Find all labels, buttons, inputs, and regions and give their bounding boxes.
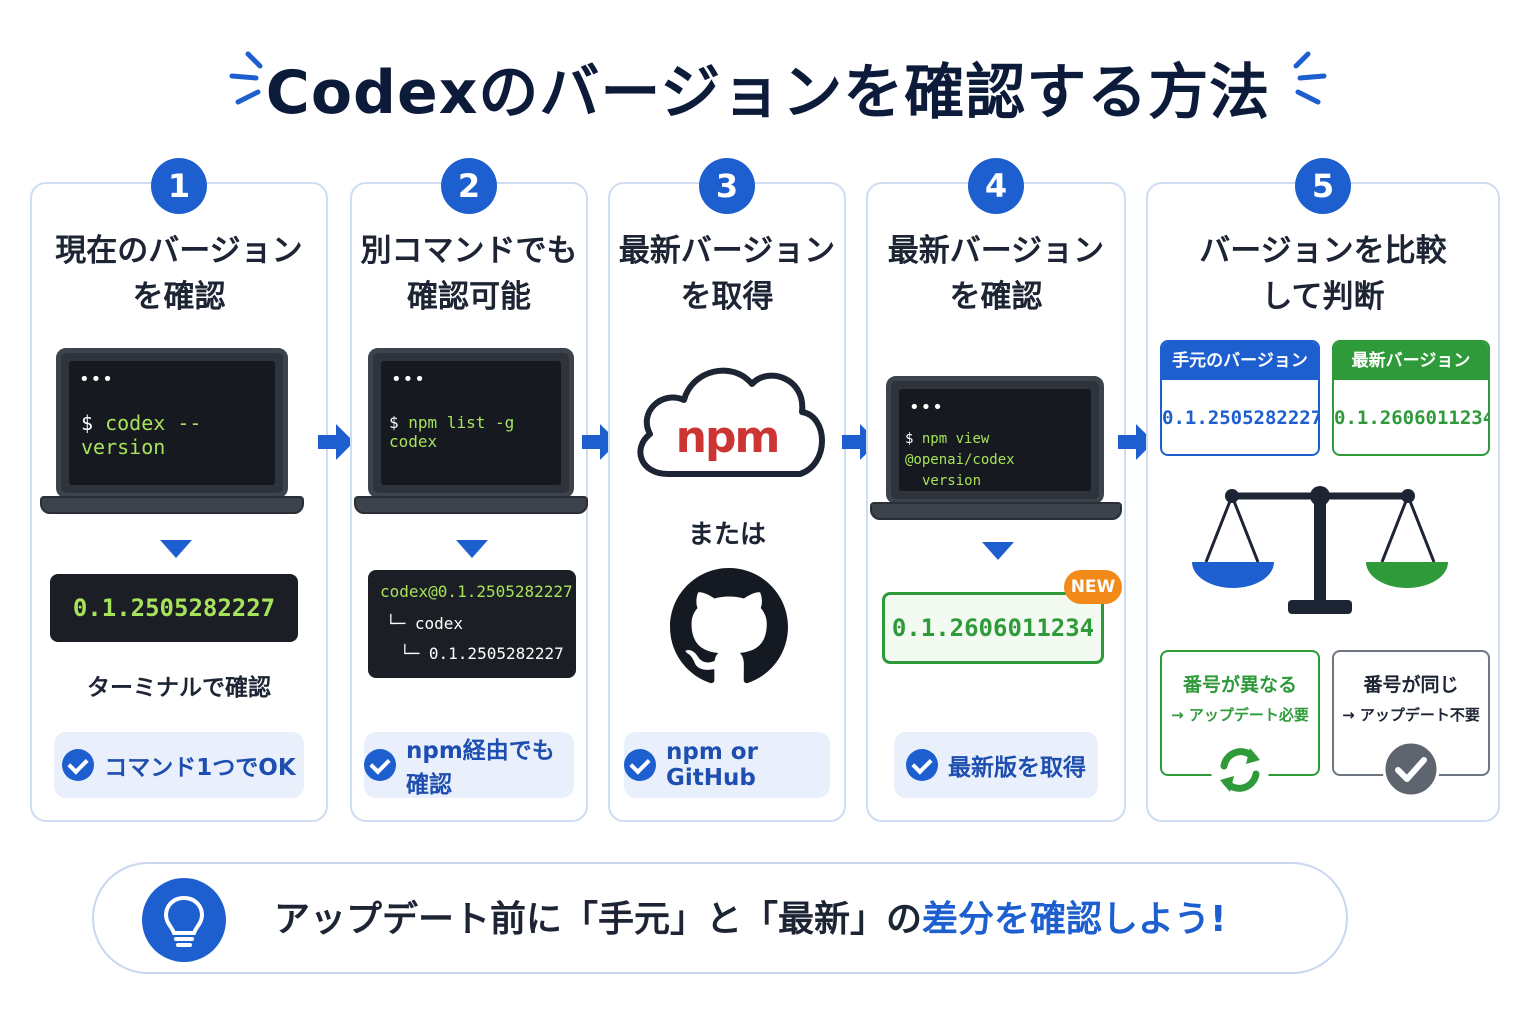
page-title: Codexのバージョンを確認する方法	[265, 58, 1271, 128]
latest-version-result: 0.1.2606011234	[882, 592, 1104, 664]
or-label: または	[687, 520, 766, 550]
tip-text-highlight: 差分を確認しよう!	[922, 899, 1227, 940]
down-arrow-icon	[982, 542, 1014, 560]
different-label: 番号が異なる	[1182, 674, 1297, 696]
terminal-command: $ npm list -g codex	[389, 413, 515, 451]
step-title-line1: 最新バージョン	[618, 233, 836, 269]
step-card-2: 2 別コマンドでも 確認可能 ••• $ npm list -g codex c…	[350, 158, 588, 822]
npm-list-output: codex@0.1.2505282227 └─ codex └─ 0.1.250…	[368, 570, 576, 678]
version-result: 0.1.2505282227	[50, 574, 298, 642]
arrow-right-icon	[318, 424, 354, 460]
window-dots-icon: •••	[909, 397, 944, 418]
step-title: 現在のバージョン を確認	[32, 228, 326, 320]
check-circle-icon	[364, 749, 396, 781]
step-number: 1	[151, 158, 207, 214]
step-card-3: 3 最新バージョン を取得 npm または npm or GitHub	[608, 158, 846, 822]
same-label: 番号が同じ	[1363, 674, 1459, 696]
latest-version-value: 0.1.2606011234	[1334, 407, 1490, 429]
step-number: 3	[699, 158, 755, 214]
step-badge: npm or GitHub	[624, 732, 830, 798]
step-badge: コマンド1つでOK	[54, 732, 304, 798]
down-arrow-icon	[160, 540, 192, 558]
check-circle-icon	[1382, 740, 1440, 798]
check-circle-icon	[624, 749, 656, 781]
step-caption: ターミナルで確認	[87, 675, 271, 701]
down-arrow-icon	[456, 540, 488, 558]
step-number: 4	[968, 158, 1024, 214]
local-version-box: 手元のバージョン 0.1.2505282227	[1160, 340, 1320, 456]
new-tag: NEW	[1064, 570, 1122, 604]
step-title-line2: を取得	[680, 279, 774, 315]
step-card-5: 5 バージョンを比較 して判断 手元のバージョン 0.1.2505282227 …	[1146, 158, 1500, 822]
npm-logo: npm	[675, 412, 781, 463]
step-title-line1: バージョンを比較	[1199, 233, 1447, 269]
terminal-command: $ codex --version	[81, 411, 202, 459]
local-version-value: 0.1.2505282227	[1162, 407, 1320, 429]
step-title: 最新バージョン を取得	[610, 228, 844, 320]
tip-text: アップデート前に「手元」と「最新」の差分を確認しよう!	[274, 864, 1226, 976]
step-title-line2: して判断	[1261, 279, 1385, 315]
step-badge: 最新版を取得	[894, 732, 1098, 798]
window-dots-icon: •••	[79, 369, 114, 390]
step-badge: npm経由でも確認	[364, 732, 574, 798]
window-dots-icon: •••	[391, 369, 426, 390]
step-title: 最新バージョン を確認	[868, 228, 1124, 320]
step-title-line1: 最新バージョン	[887, 233, 1105, 269]
check-circle-icon	[906, 749, 938, 781]
latest-version-label: 最新バージョン	[1334, 342, 1488, 380]
step-number: 5	[1295, 158, 1351, 214]
local-version-label: 手元のバージョン	[1162, 342, 1318, 380]
arrow-right-icon	[1118, 424, 1154, 460]
refresh-icon	[1211, 741, 1269, 799]
step-title: 別コマンドでも 確認可能	[352, 228, 586, 320]
update-needed-label: → アップデート必要	[1171, 706, 1309, 724]
step-title-line2: を確認	[949, 279, 1043, 315]
step-card-4: 4 最新バージョン を確認 ••• $ npm view @openai/cod…	[866, 158, 1126, 822]
step-title: バージョンを比較 して判断	[1148, 228, 1498, 320]
sparkle-left-icon	[229, 51, 263, 105]
sparkle-right-icon	[1293, 51, 1327, 105]
step-card-1: 1 現在のバージョン を確認 ••• $ codex --version 0.1…	[30, 158, 328, 822]
latest-version-box: 最新バージョン 0.1.2606011234	[1332, 340, 1490, 456]
tip-banner: アップデート前に「手元」と「最新」の差分を確認しよう!	[92, 862, 1348, 974]
step-title-line1: 現在のバージョン	[55, 233, 303, 269]
step-title-line2: 確認可能	[407, 279, 531, 315]
github-icon	[670, 568, 788, 684]
lightbulb-icon	[142, 878, 226, 962]
step-number: 2	[441, 158, 497, 214]
cloud-icon	[637, 367, 825, 477]
check-circle-icon	[62, 749, 95, 781]
tip-text-main: アップデート前に「手元」と「最新」の	[274, 899, 923, 940]
balance-scale-icon	[1192, 486, 1448, 614]
no-update-label: → アップデート不要	[1342, 706, 1480, 724]
step-title-line2: を確認	[132, 279, 226, 315]
step-title-line1: 別コマンドでも	[360, 233, 578, 269]
